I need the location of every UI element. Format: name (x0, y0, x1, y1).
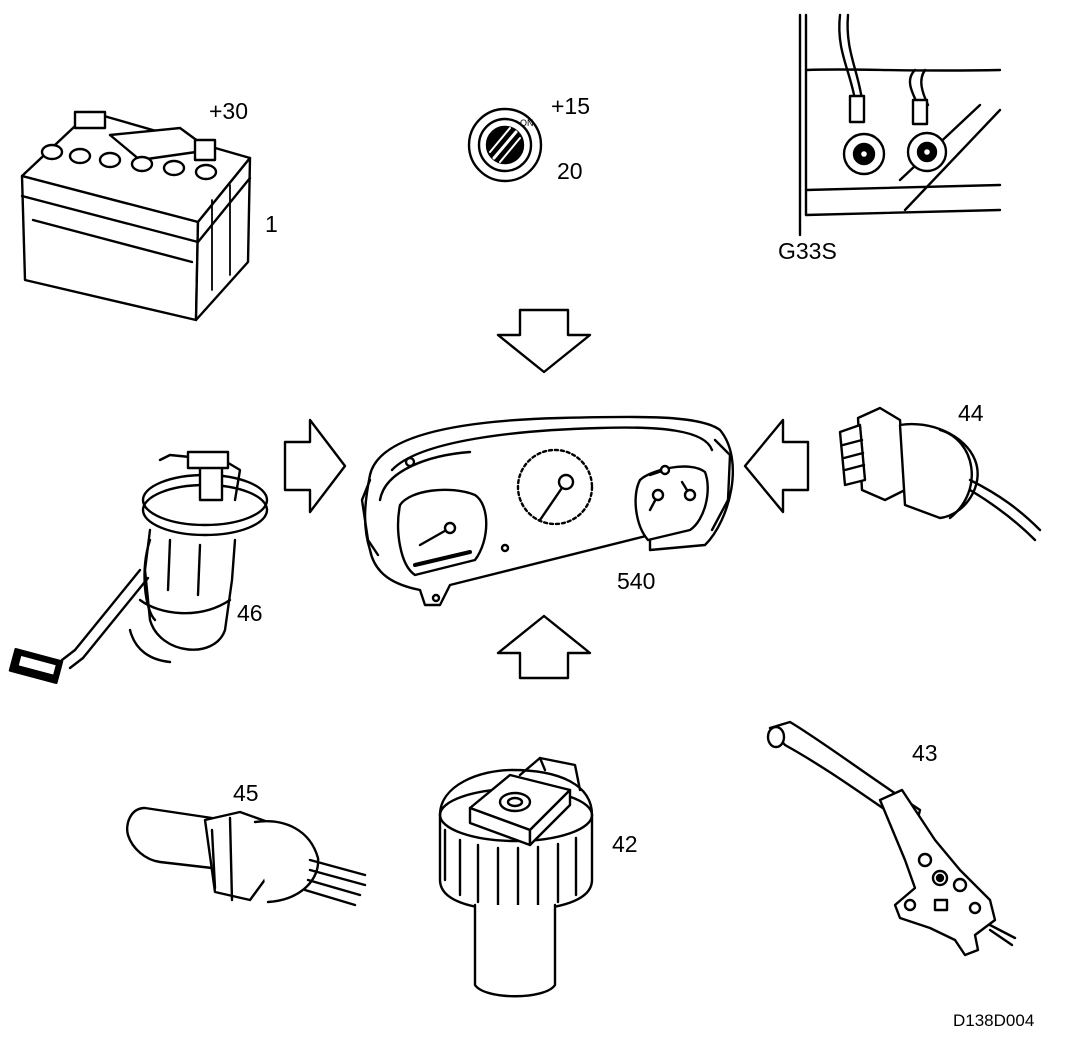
arrow-left-right (743, 418, 810, 514)
drawing-code: D138D004 (953, 1011, 1035, 1030)
fuel-pump-label: 46 (237, 600, 263, 626)
arrow-right-left (283, 418, 347, 514)
ignition-terminal-label: +15 (551, 93, 591, 119)
ground-label: G33S (778, 238, 837, 264)
sensor-44-label: 44 (958, 400, 984, 426)
svg-text:ON: ON (520, 118, 534, 128)
ignition-label: 20 (557, 158, 583, 184)
handbrake-label: 43 (912, 740, 938, 766)
arrow-up-bottom (496, 614, 592, 680)
washer-sensor-illustration (438, 756, 594, 998)
instrument-cluster-illustration (360, 415, 734, 607)
arrow-down-top (496, 308, 592, 374)
instrument-cluster-label: 540 (617, 568, 656, 594)
washer-sensor-label: 42 (612, 831, 638, 857)
battery-label: 1 (265, 211, 278, 237)
battery-terminal-label: +30 (209, 98, 249, 124)
fuel-pump-illustration (8, 450, 269, 685)
handbrake-illustration (766, 720, 1017, 957)
sensor-45-label: 45 (233, 780, 259, 806)
ignition-switch-illustration: ON (467, 107, 543, 183)
battery-illustration (20, 110, 252, 322)
sensor-45-illustration (126, 806, 367, 907)
sensor-44-illustration (838, 406, 1042, 542)
ground-point-illustration (798, 13, 1002, 237)
